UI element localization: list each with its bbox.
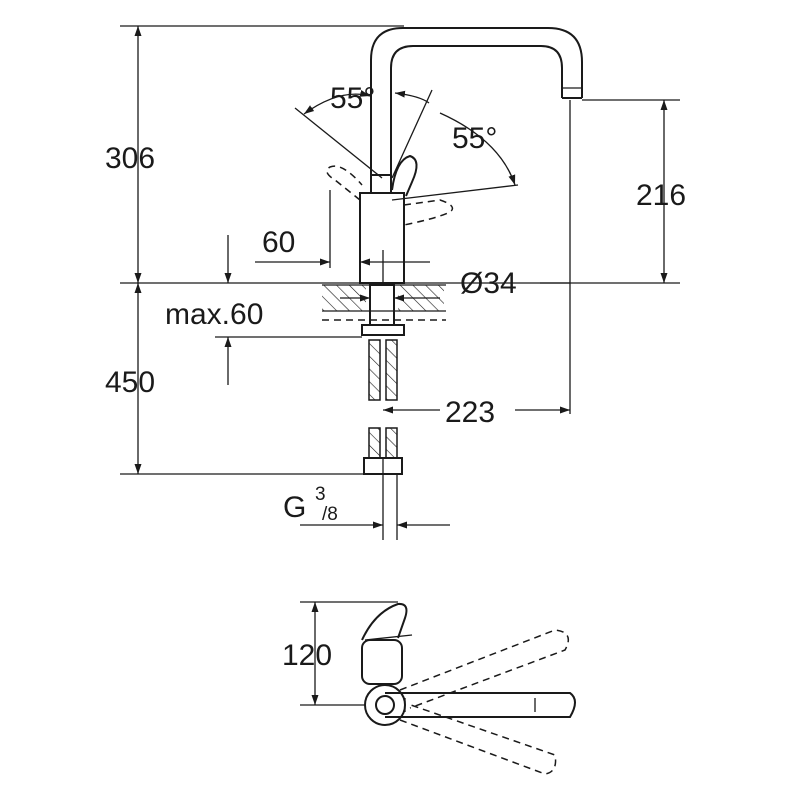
- top-lever-shape: [361, 602, 408, 641]
- thread-numerator-label: 3: [315, 484, 326, 505]
- thread-g-label: G: [283, 491, 306, 524]
- hose-right-lower: [385, 427, 398, 459]
- top-spout-arm: [385, 692, 576, 718]
- hose-right-upper: [385, 339, 398, 401]
- top-spout-ghost-lower: [399, 703, 557, 775]
- hose-left-lower: [368, 427, 381, 459]
- top-spout-ghost-upper: [399, 629, 570, 709]
- dim-306-label: 306: [105, 142, 155, 175]
- lever-handle: [391, 154, 418, 197]
- dim-223-label: 223: [445, 396, 495, 429]
- dim-60-label: 60: [262, 226, 295, 259]
- dim-120-label: 120: [282, 639, 332, 672]
- dim-450-label: 450: [105, 366, 155, 399]
- top-spout-ring-outer: [364, 684, 406, 726]
- faucet-body: [359, 192, 405, 284]
- dim-216-label: 216: [636, 179, 686, 212]
- top-view: 120: [282, 601, 576, 775]
- dim-diameter-34-label: Ø34: [460, 267, 517, 300]
- thread-denominator-label: /8: [322, 504, 338, 525]
- hose-left-upper: [368, 339, 381, 401]
- top-body: [361, 639, 403, 685]
- dim-max-60-label: max.60: [165, 298, 263, 331]
- top-spout-ring-inner: [375, 695, 395, 715]
- angle-left-label: 55°: [330, 82, 375, 115]
- lever-ghost-right: [403, 199, 454, 226]
- lever-ghost-left: [326, 165, 363, 201]
- side-view: 306 55° 55° 216 60 Ø34 max.60 450 223 G …: [105, 25, 686, 540]
- mounting-nut: [361, 324, 405, 336]
- angle-right-label: 55°: [452, 122, 497, 155]
- spout-inner: [390, 45, 563, 175]
- spout-outer: [370, 27, 583, 175]
